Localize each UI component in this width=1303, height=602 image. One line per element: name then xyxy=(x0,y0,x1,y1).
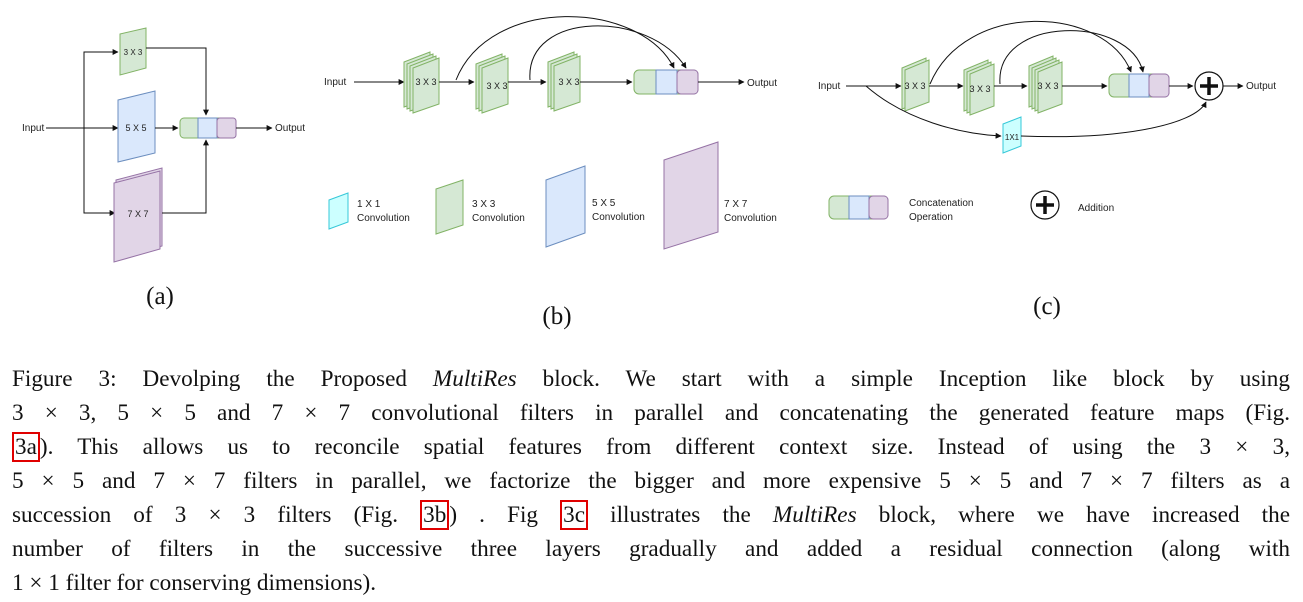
svg-text:3 X 3: 3 X 3 xyxy=(486,81,507,91)
svg-text:3 X 3: 3 X 3 xyxy=(124,48,143,57)
addition-node xyxy=(1194,71,1224,101)
caption-line-1: Figure 3: Devolping the Proposed MultiRe… xyxy=(12,366,1290,392)
diagram-b: Input 3 X 3 3 X 3 3 X 3 xyxy=(324,16,777,330)
svg-text:3 X 3: 3 X 3 xyxy=(904,81,925,91)
legend-concat: Concatenation Operation xyxy=(828,195,974,223)
filter-1x1: 1X1 xyxy=(1002,116,1022,154)
svg-text:1 X 1: 1 X 1 xyxy=(357,199,381,210)
svg-text:7 X 7: 7 X 7 xyxy=(127,209,148,219)
input-label: Input xyxy=(324,77,346,88)
filter-stack-1: 3 X 3 xyxy=(403,51,440,114)
figure-ref-3c-link[interactable]: 3c xyxy=(560,500,589,530)
output-label: Output xyxy=(747,78,777,89)
filter-stack-3: 3 X 3 xyxy=(547,51,581,112)
filter-stack-1: 3 X 3 xyxy=(901,57,930,112)
filter-stack-3: 3 X 3 xyxy=(1028,55,1063,114)
figure-ref-3b-link[interactable]: 3b xyxy=(420,500,450,530)
svg-text:3 X 3: 3 X 3 xyxy=(969,84,990,94)
svg-text:5 X 5: 5 X 5 xyxy=(592,198,616,209)
svg-text:Convolution: Convolution xyxy=(357,213,410,224)
figure-ref-3a-link[interactable]: 3a xyxy=(12,432,40,462)
legend-conv-1x1: 1 X 1 Convolution xyxy=(328,192,410,230)
sublabel-b: (b) xyxy=(542,303,571,330)
sublabel-a: (a) xyxy=(146,283,174,310)
filter-stack-2: 3 X 3 xyxy=(475,53,509,114)
svg-text:5 X 5: 5 X 5 xyxy=(125,123,146,133)
svg-text:Concatenation: Concatenation xyxy=(909,198,974,209)
filter-stack-2: 3 X 3 xyxy=(963,59,995,116)
input-label: Input xyxy=(22,123,44,134)
legend-conv-7x7: 7 X 7 Convolution xyxy=(663,141,777,250)
caption-line-3: 3a). This allows us to reconcile spatial… xyxy=(12,430,1290,464)
filter-5x5: 5 X 5 xyxy=(117,90,156,163)
output-label: Output xyxy=(1246,81,1276,92)
figure-caption: Figure 3: Devolping the Proposed MultiRe… xyxy=(12,362,1290,600)
caption-line-5: succession of 3 × 3 filters (Fig. 3b) . … xyxy=(12,500,1290,530)
figure-diagrams: Input 3 X 3 5 X 5 7 X 7 Output (a) xyxy=(22,16,1276,330)
svg-text:3 X 3: 3 X 3 xyxy=(415,77,436,87)
caption-line-7: 1 × 1 filter for conserving dimensions). xyxy=(12,570,377,596)
svg-text:3 X 3: 3 X 3 xyxy=(1037,81,1058,91)
output-label: Output xyxy=(275,123,305,134)
svg-text:3 X 3: 3 X 3 xyxy=(472,199,496,210)
svg-text:Convolution: Convolution xyxy=(472,213,525,224)
concat-block xyxy=(1108,73,1170,98)
legend-addition: Addition xyxy=(1030,190,1114,220)
filter-7x7: 7 X 7 xyxy=(113,167,163,263)
caption-line-2: 3 × 3, 5 × 5 and 7 × 7 convolutional fil… xyxy=(12,400,1290,426)
svg-text:Operation: Operation xyxy=(909,212,953,223)
legend-conv-3x3: 3 X 3 Convolution xyxy=(435,179,525,235)
svg-text:7 X 7: 7 X 7 xyxy=(724,199,748,210)
legend-conv-5x5: 5 X 5 Convolution xyxy=(545,165,645,248)
caption-line-6: number of filters in the successive thre… xyxy=(12,536,1290,562)
filter-3x3: 3 X 3 xyxy=(119,27,147,76)
diagram-c: Input 3 X 3 3 X 3 3 X 3 xyxy=(818,20,1276,320)
svg-text:1X1: 1X1 xyxy=(1005,133,1020,142)
concat-block xyxy=(633,69,699,95)
svg-text:Convolution: Convolution xyxy=(724,213,777,224)
svg-text:Convolution: Convolution xyxy=(592,212,645,223)
caption-line-4: 5 × 5 and 7 × 7 filters in parallel, we … xyxy=(12,468,1290,494)
legend: 1 X 1 Convolution 3 X 3 Convolution 5 X … xyxy=(328,141,1114,250)
svg-text:3 X 3: 3 X 3 xyxy=(558,77,579,87)
diagram-a: Input 3 X 3 5 X 5 7 X 7 Output (a) xyxy=(22,27,305,310)
concat-block xyxy=(179,117,237,139)
input-label: Input xyxy=(818,81,840,92)
sublabel-c: (c) xyxy=(1033,293,1061,320)
svg-text:Addition: Addition xyxy=(1078,203,1114,214)
